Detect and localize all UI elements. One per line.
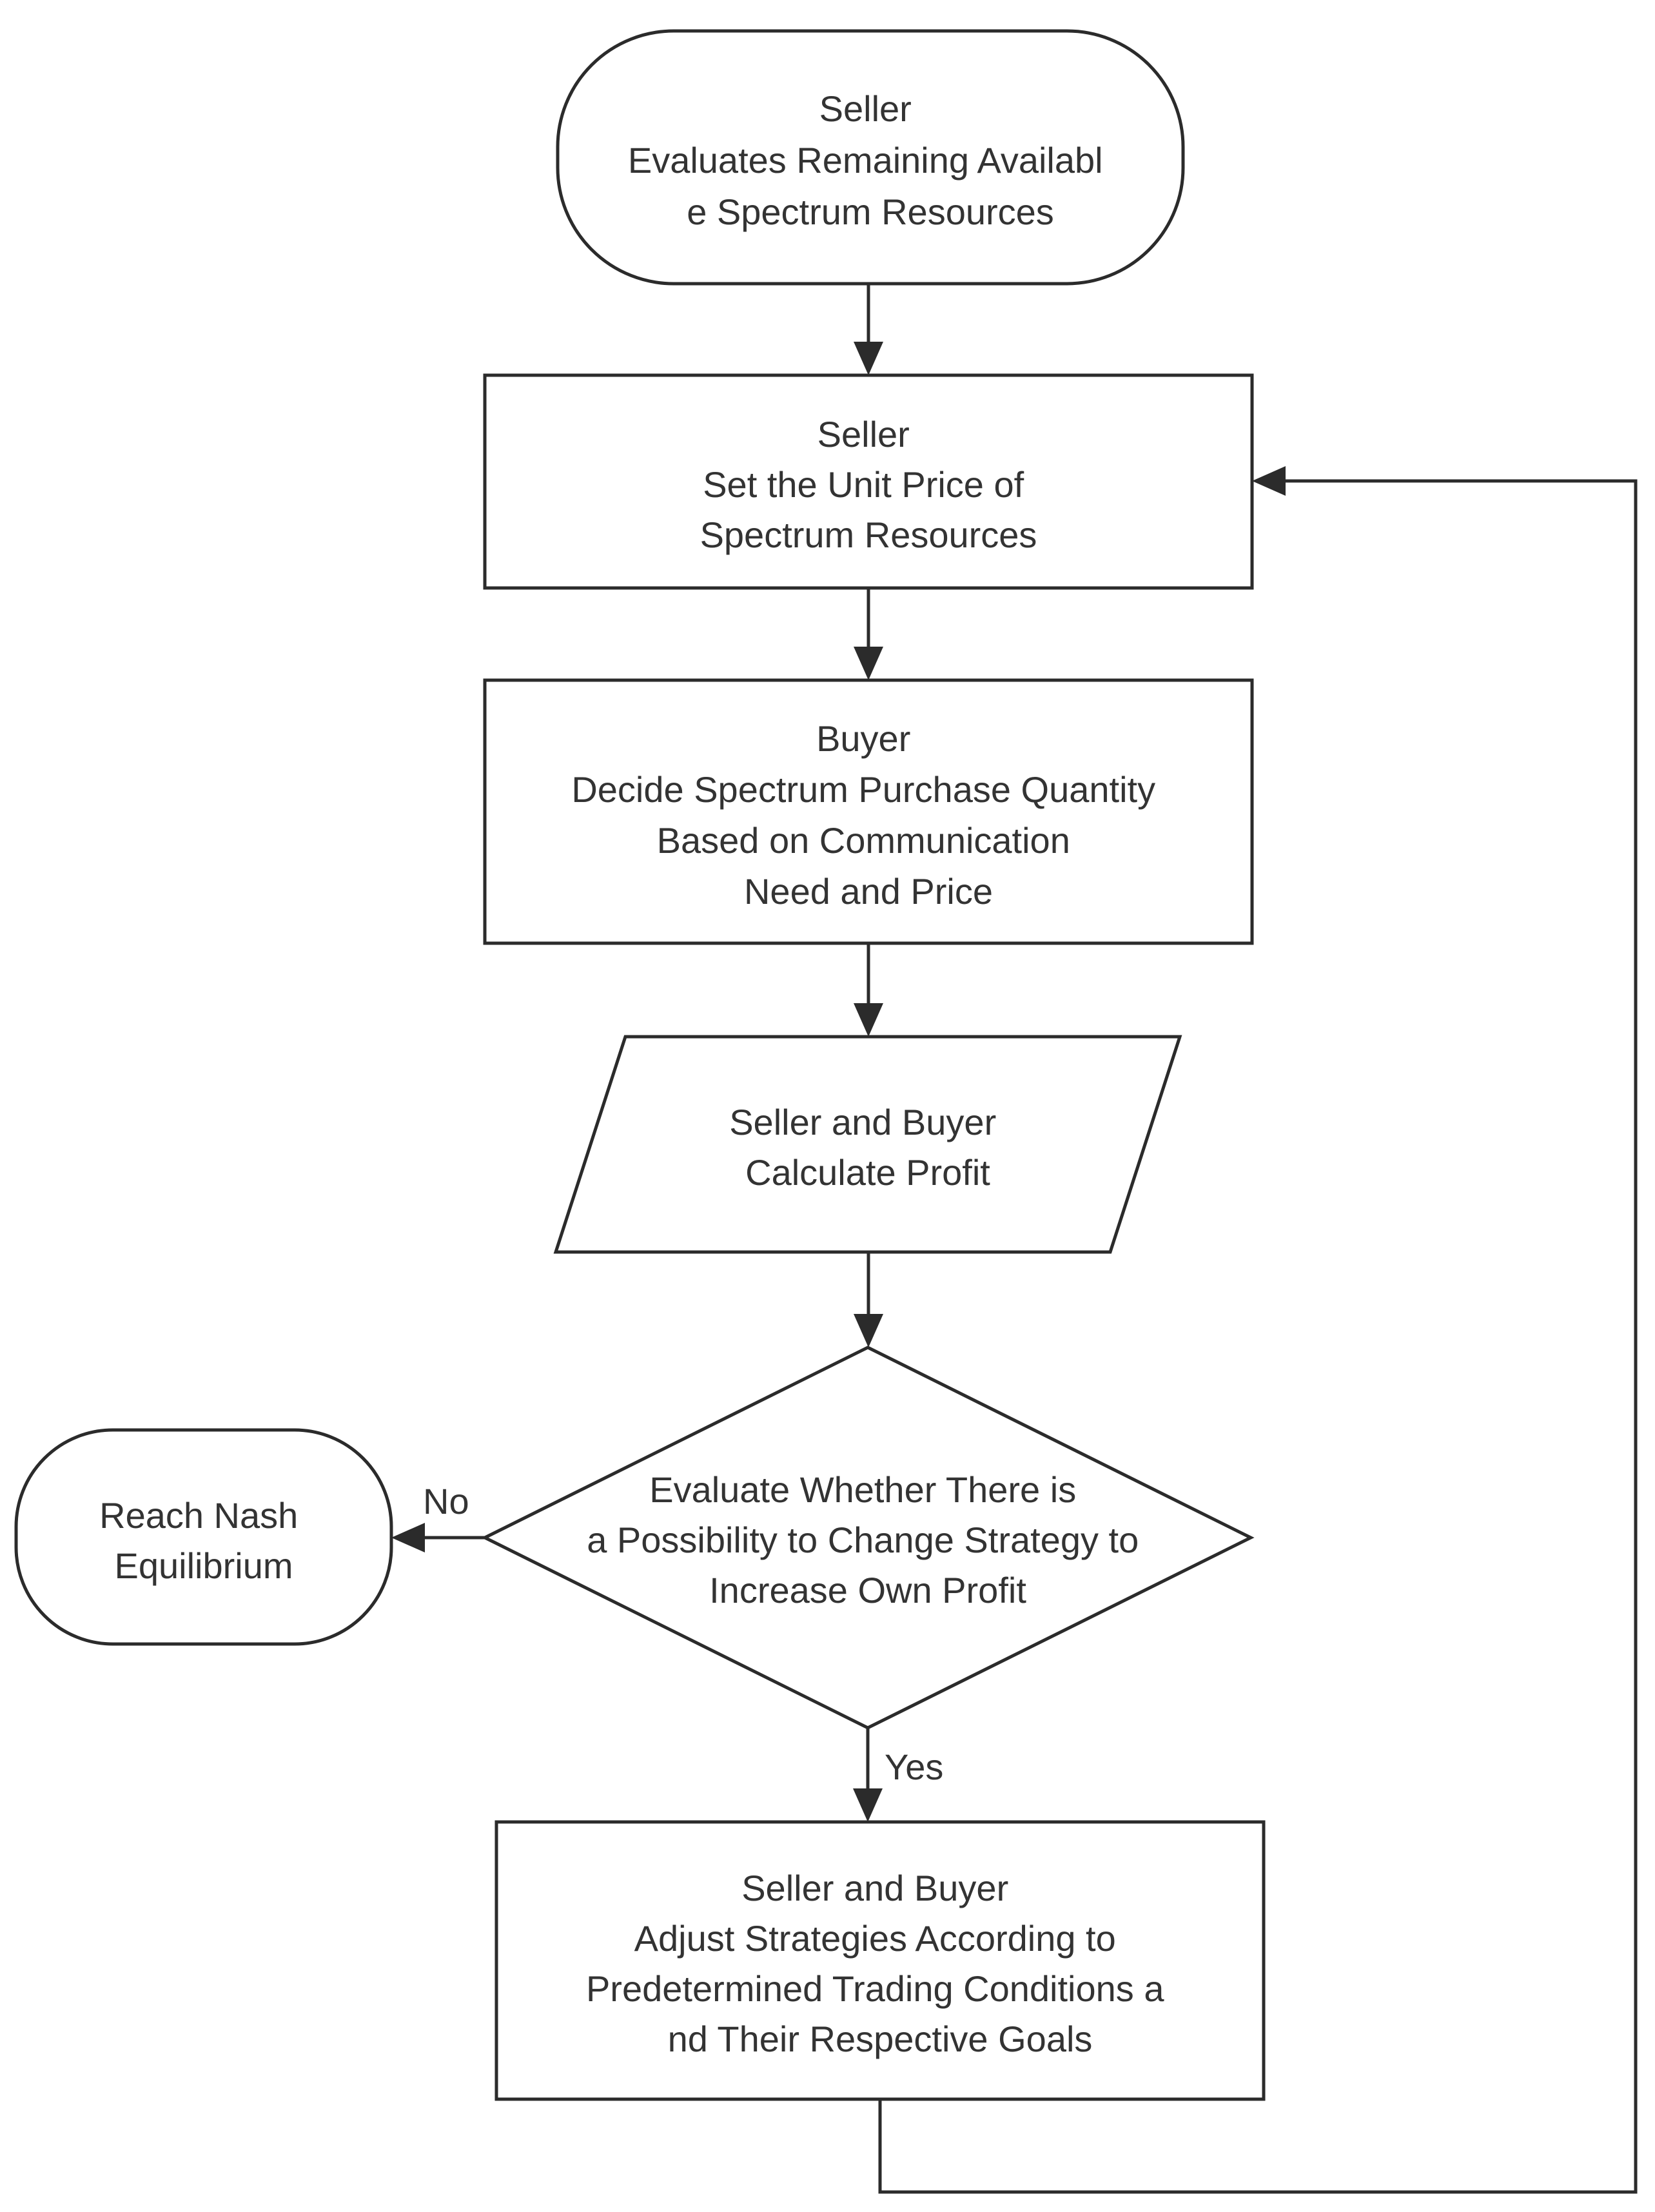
buyer-decide-line-2: Decide Spectrum Purchase Quantity (571, 769, 1155, 810)
arrow-evaluate-to-adjust (853, 1728, 883, 1822)
svg-text:Seller Set the Unit Pric: Seller Set the Unit Price of Spectrum Re… (700, 414, 1037, 555)
nash-node: Reach Nash Equilibrium (14, 1428, 393, 1646)
start-line-3: e Spectrum Resources (687, 191, 1054, 232)
buyer-decide-line-4: Need and Price (744, 871, 993, 912)
adjust-line-2: Adjust Strategies According to (634, 1918, 1116, 1959)
set-price-node: Seller Set the Unit Price of Spectrum Re… (483, 373, 1254, 590)
buyer-decide-line-3: Based on Communication (657, 820, 1070, 861)
start-node: Seller Evaluates Remaining Availabl e Sp… (556, 29, 1185, 286)
calculate-line-1: Seller and Buyer (729, 1102, 996, 1142)
adjust-node: Seller and Buyer Adjust Strategies Accor… (495, 1820, 1266, 2101)
calculate-line-2: Calculate Profit (745, 1152, 990, 1193)
arrow-evaluate-to-nash (391, 1523, 485, 1552)
set-price-line-2: Set the Unit Price of (703, 464, 1024, 505)
adjust-line-3: Predetermined Trading Conditions a (586, 1968, 1164, 2009)
arrow-set-price-to-buyer-decide (854, 588, 883, 680)
svg-text:Buyer Decide Spectrum Pu: Buyer Decide Spectrum Purchase Quantity … (571, 718, 1165, 912)
nash-line-1: Reach Nash (99, 1495, 298, 1536)
start-line-1: Seller (819, 88, 912, 129)
yes-label: Yes (885, 1747, 943, 1787)
buyer-decide-node: Buyer Decide Spectrum Purchase Quantity … (483, 678, 1254, 945)
adjust-line-1: Seller and Buyer (741, 1868, 1008, 1908)
set-price-line-1: Seller (818, 414, 910, 455)
evaluate-line-1: Evaluate Whether There is (649, 1469, 1076, 1510)
evaluate-line-3: Increase Own Profit (709, 1570, 1026, 1610)
svg-text:Seller and Buyer Calcula: Seller and Buyer Calculate Profit (729, 1102, 1006, 1193)
adjust-line-4: nd Their Respective Goals (668, 2019, 1093, 2059)
svg-text:Evaluate Whether There is: Evaluate Whether There is a Possibility … (587, 1469, 1149, 1610)
nash-line-2: Equilibrium (115, 1545, 293, 1586)
arrow-adjust-loop-to-set-price (878, 466, 1638, 2194)
no-label: No (423, 1481, 469, 1522)
svg-text:Seller Evaluates Remaini: Seller Evaluates Remaining Availabl e Sp… (628, 88, 1113, 232)
start-line-2: Evaluates Remaining Availabl (628, 140, 1103, 181)
calculate-node: Seller and Buyer Calculate Profit (553, 1035, 1182, 1254)
svg-text:Reach Nash Equilibrium: Reach Nash Equilibrium (99, 1495, 308, 1586)
arrow-calculate-to-evaluate (854, 1252, 883, 1347)
set-price-line-3: Spectrum Resources (700, 514, 1037, 555)
evaluate-line-2: a Possibility to Change Strategy to (587, 1520, 1139, 1560)
buyer-decide-line-1: Buyer (816, 718, 910, 759)
arrow-start-to-set-price (854, 284, 883, 375)
evaluate-node: Evaluate Whether There is a Possibility … (481, 1346, 1255, 1730)
svg-text:Seller and Buyer Adjust: Seller and Buyer Adjust Strategies Accor… (586, 1868, 1174, 2059)
arrow-buyer-decide-to-calculate (854, 943, 883, 1037)
